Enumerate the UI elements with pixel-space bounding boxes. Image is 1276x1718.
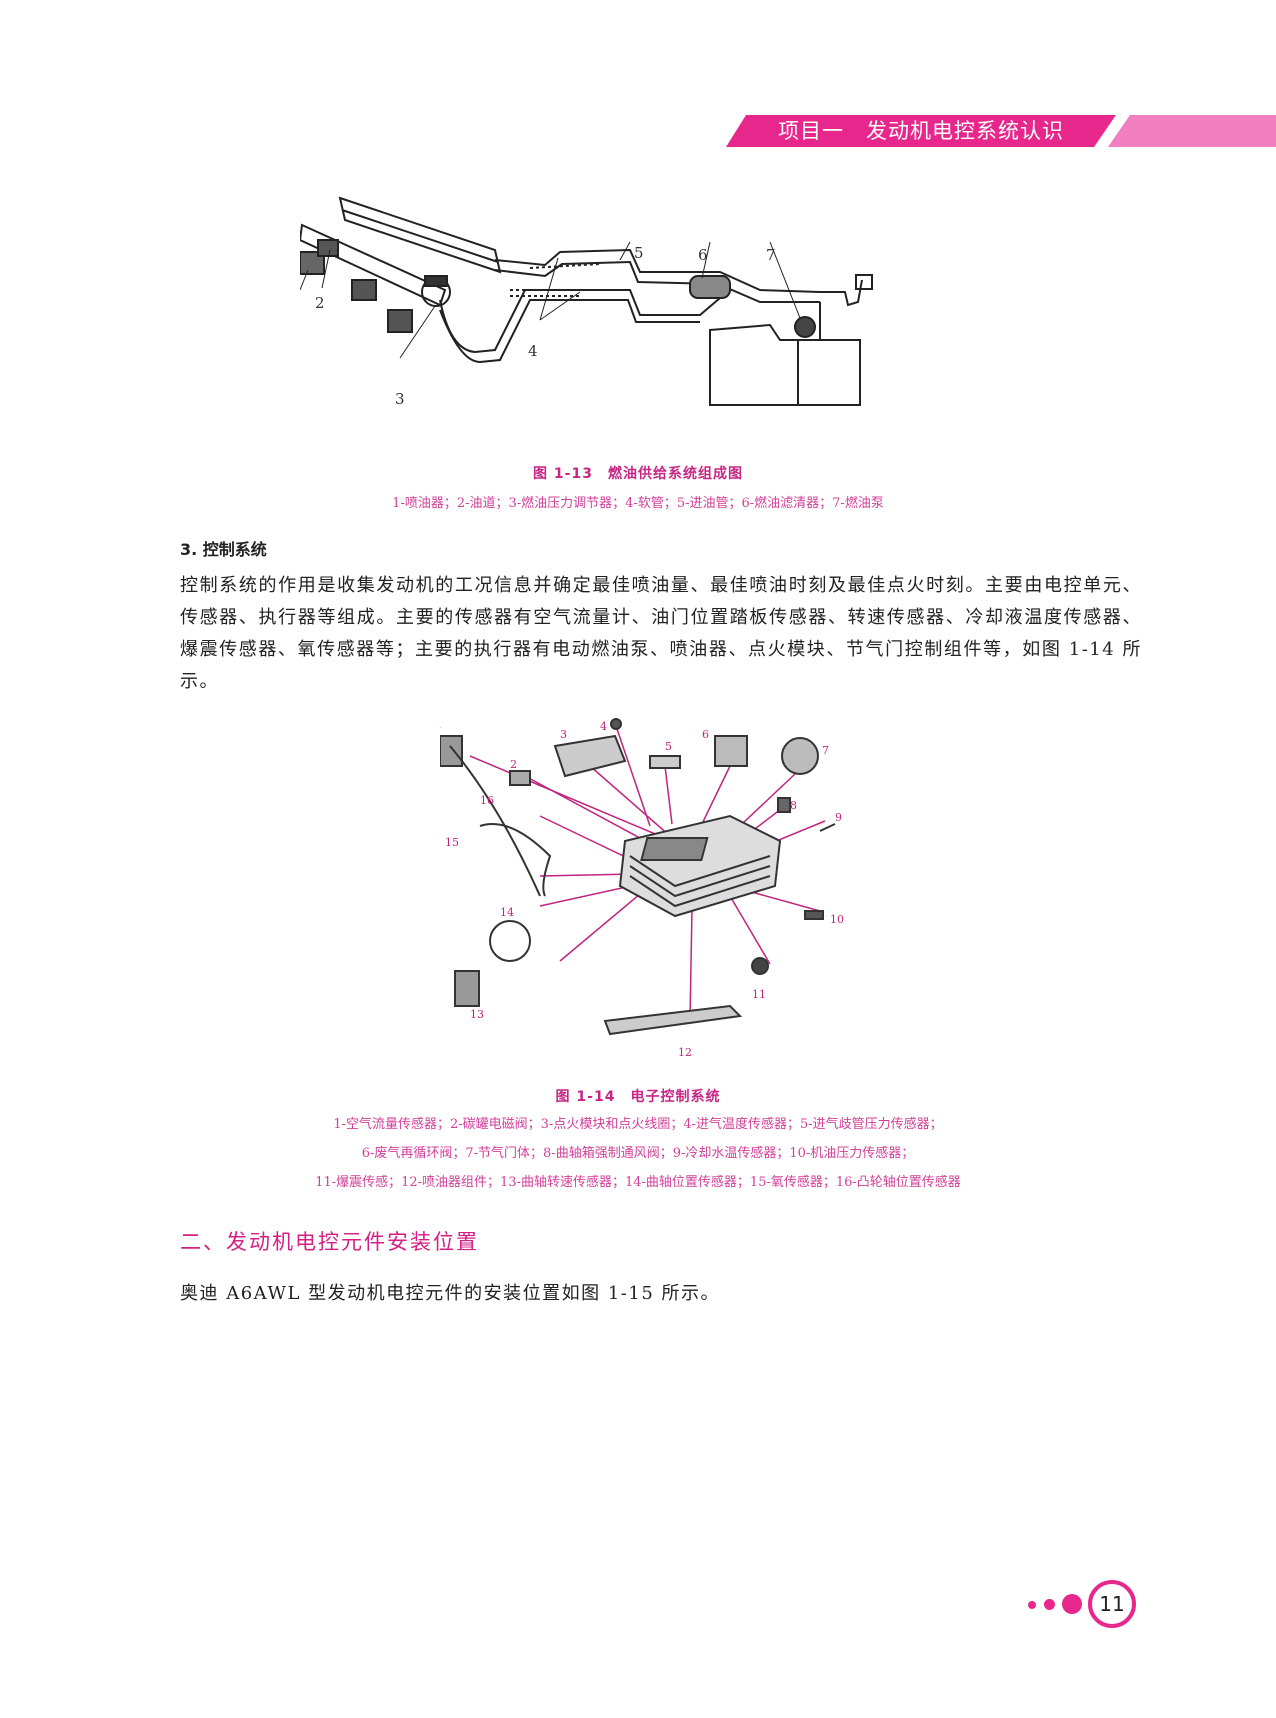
fig14-label-11: 11 <box>752 988 766 1001</box>
fig14-label-12: 12 <box>678 1046 692 1059</box>
pager-dot <box>1044 1599 1055 1610</box>
fig14-label-2: 2 <box>510 758 517 771</box>
fig13-label-5: 5 <box>634 244 644 262</box>
page-indicator: 11 <box>1020 1576 1140 1636</box>
figure14-legend-line: 1-空气流量传感器；2-碳罐电磁阀；3-点火模块和点火线圈；4-进气温度传感器；… <box>333 1117 943 1132</box>
fig14-label-5: 5 <box>665 740 672 753</box>
fig14-label-3: 3 <box>560 728 567 741</box>
banner-tail <box>1108 115 1276 147</box>
fig14-label-1: 1 <box>440 718 442 731</box>
control-system-figure: 1 2 3 4 5 6 7 8 9 10 11 12 13 14 15 16 <box>440 718 844 1059</box>
fig14-label-16: 16 <box>480 794 494 807</box>
figure14-caption: 图 1-14 电子控制系统 <box>555 1089 721 1105</box>
chapter-banner: 项目一 发动机电控系统认识 <box>726 115 1276 147</box>
figure14-legend-line: 11-爆震传感；12-喷油器组件；13-曲轴转速传感器；14-曲轴位置传感器；1… <box>315 1175 961 1190</box>
figure13-caption: 图 1-13 燃油供给系统组成图 <box>533 466 743 482</box>
fig14-label-15: 15 <box>445 836 459 849</box>
figure13-legend: 1-喷油器；2-油道；3-燃油压力调节器；4-软管；5-进油管；6-燃油滤清器；… <box>392 496 884 511</box>
pager-dot <box>1062 1594 1082 1614</box>
section2-paragraph: 奥迪 A6AWL 型发动机电控元件的安装位置如图 1-15 所示。 <box>180 1283 720 1304</box>
page-number: 11 <box>1088 1580 1136 1628</box>
fuel-system-figure: 1 2 3 4 5 6 7 <box>300 196 873 408</box>
fig14-label-7: 7 <box>822 744 829 757</box>
figure14-legend-line: 6-废气再循环阀；7-节气门体；8-曲轴箱强制通风阀；9-冷却水温传感器；10-… <box>361 1146 915 1161</box>
chapter-title: 项目一 发动机电控系统认识 <box>778 119 1064 143</box>
banner-band <box>726 115 1116 147</box>
section3-heading: 3. 控制系统 <box>180 540 267 559</box>
fig14-label-9: 9 <box>835 811 842 824</box>
fig14-label-4: 4 <box>600 720 607 733</box>
fig14-label-10: 10 <box>830 913 844 926</box>
fig13-label-2: 2 <box>315 294 325 312</box>
section2-heading: 二、发动机电控元件安装位置 <box>180 1230 479 1254</box>
fig14-label-6: 6 <box>702 728 709 741</box>
section3-paragraph: 控制系统的作用是收集发动机的工况信息并确定最佳喷油量、最佳喷油时刻及最佳点火时刻… <box>180 575 1142 692</box>
fig13-label-7: 7 <box>766 246 776 264</box>
figure14-legend: 1-空气流量传感器；2-碳罐电磁阀；3-点火模块和点火线圈；4-进气温度传感器；… <box>0 1110 1276 1197</box>
fig14-label-8: 8 <box>790 799 797 812</box>
fig13-label-4: 4 <box>528 342 538 360</box>
fig14-label-13: 13 <box>470 1008 484 1021</box>
pager-dot <box>1028 1601 1036 1609</box>
fig13-label-3: 3 <box>395 390 405 408</box>
fig14-label-14: 14 <box>500 906 514 919</box>
fig13-label-6: 6 <box>698 246 708 264</box>
